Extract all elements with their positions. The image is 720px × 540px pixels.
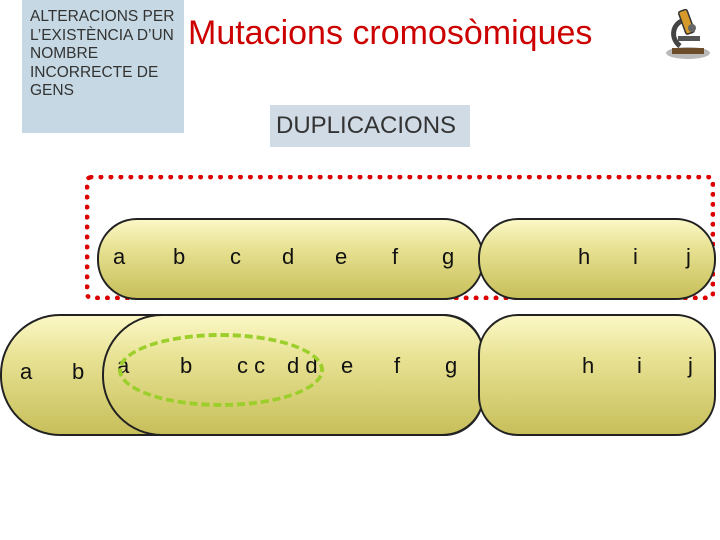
microscope-icon [662, 6, 714, 60]
bottom-gene-label: i [637, 353, 642, 378]
top-gene-label: b [173, 244, 186, 269]
top-gene-label: f [392, 244, 399, 269]
bottom-chromosome-duplicated-segment [102, 314, 482, 436]
top-gene-label: d [282, 244, 295, 269]
top-chromosome-right-arm [478, 218, 716, 300]
top-gene-label: j [686, 244, 691, 269]
top-chromosome-left-arm [97, 218, 484, 300]
top-gene-label: i [633, 244, 638, 269]
duplication-highlight [118, 333, 324, 407]
bottom-gene-label: g [445, 353, 458, 378]
bottom-gene-label: e [341, 353, 354, 378]
bottom-gene-label: f [394, 353, 401, 378]
bottom-chromosome-right-arm [478, 314, 716, 436]
subtitle-box [270, 105, 470, 147]
page-title: Mutacions cromosòmiques [188, 14, 593, 52]
top-gene-label: h [578, 244, 591, 269]
bottom-gene-label: h [582, 353, 595, 378]
bottom-gene-label: b [72, 359, 85, 384]
top-gene-label: a [113, 244, 126, 269]
top-gene-label: c [230, 244, 241, 269]
subtitle: DUPLICACIONS [276, 112, 457, 139]
top-gene-label: g [442, 244, 455, 269]
top-gene-label: e [335, 244, 348, 269]
bottom-gene-label: a [20, 359, 33, 384]
sidebar-label: ALTERACIONS PER L’EXISTÈNCIA D’UN NOMBRE… [30, 8, 175, 99]
sidebar-label-box [22, 0, 184, 133]
bottom-gene-label: j [688, 353, 693, 378]
